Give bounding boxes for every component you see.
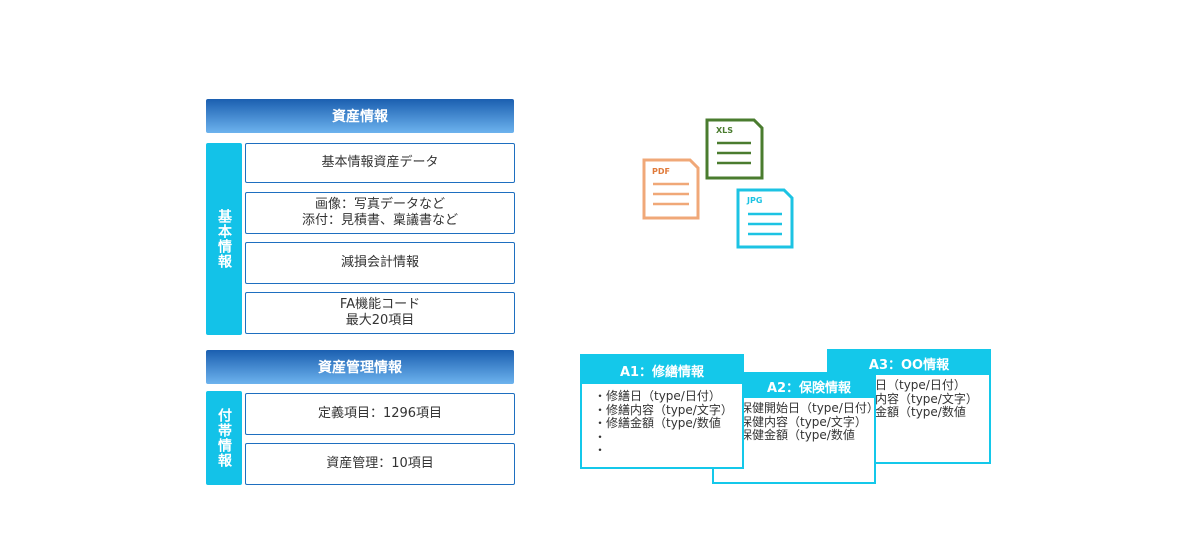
basic-info-item: 画像：写真データなど 添付：見積書、稟議書など [245,192,515,234]
card-a1-body: ・修繕日（type/日付） ・修繕内容（type/文字） ・修繕金額（type/… [582,384,742,458]
attached-info-label: 付帯情報 [206,391,242,485]
item-line: 定義項目：1296項目 [317,406,443,421]
attached-info-item: 定義項目：1296項目 [245,393,515,435]
item-line: 画像：写真データなど [314,197,445,212]
card-row: 保健内容（type/文字） [740,414,867,429]
asset-management-header: 資産管理情報 [206,350,514,384]
card-a3-body: 日（type/日付） 内容（type/文字） 金額（type/数値 [829,375,989,420]
asset-info-header: 資産情報 [206,99,514,133]
item-line: FA機能コード [339,297,421,312]
basic-info-item: FA機能コード 最大20項目 [245,292,515,334]
attached-info-label-text: 付帯情報 [216,408,232,468]
card-a1-title: A1：修繕情報 [582,356,742,384]
item-line: 減損会計情報 [340,255,419,270]
card-row: 保健金額（type/数値 [740,428,855,442]
attached-info-item: 資産管理：10項目 [245,443,515,485]
card-a2-body: 保健開始日（type/日付） 保健内容（type/文字） 保健金額（type/数… [714,398,874,443]
card-row: 金額（type/数値 [875,405,966,419]
basic-info-item: 減損会計情報 [245,242,515,284]
card-row: 保健開始日（type/日付） [740,401,876,415]
item-line: 添付：見積書、稟議書など [301,213,458,228]
card-row: ・ [594,429,607,444]
pdf-label: PDF [652,167,670,176]
card-a1: A1：修繕情報 ・修繕日（type/日付） ・修繕内容（type/文字） ・修繕… [580,354,744,469]
basic-info-item: 基本情報資産データ [245,143,515,183]
item-line: 基本情報資産データ [321,155,439,170]
xls-file-icon: XLS [705,118,764,180]
card-row: ・修繕日（type/日付） [594,389,721,403]
jpg-file-icon: JPG [736,188,794,249]
card-a3-title: A3：OO情報 [829,351,989,375]
jpg-label: JPG [746,196,762,205]
basic-info-label-text: 基本情報 [216,209,232,269]
item-line: 資産管理：10項目 [326,456,434,471]
card-row: ・修繕内容（type/文字） [594,402,733,417]
card-row: ・ [594,443,607,457]
basic-info-label: 基本情報 [206,143,242,335]
card-row: 内容（type/文字） [875,391,978,406]
item-line: 最大20項目 [345,313,415,328]
pdf-file-icon: PDF [642,158,700,220]
card-row: ・修繕金額（type/数値 [594,416,721,430]
file-icons-group: PDF XLS JPG [642,118,794,249]
xls-label: XLS [716,126,733,135]
card-row: 日（type/日付） [875,378,966,392]
